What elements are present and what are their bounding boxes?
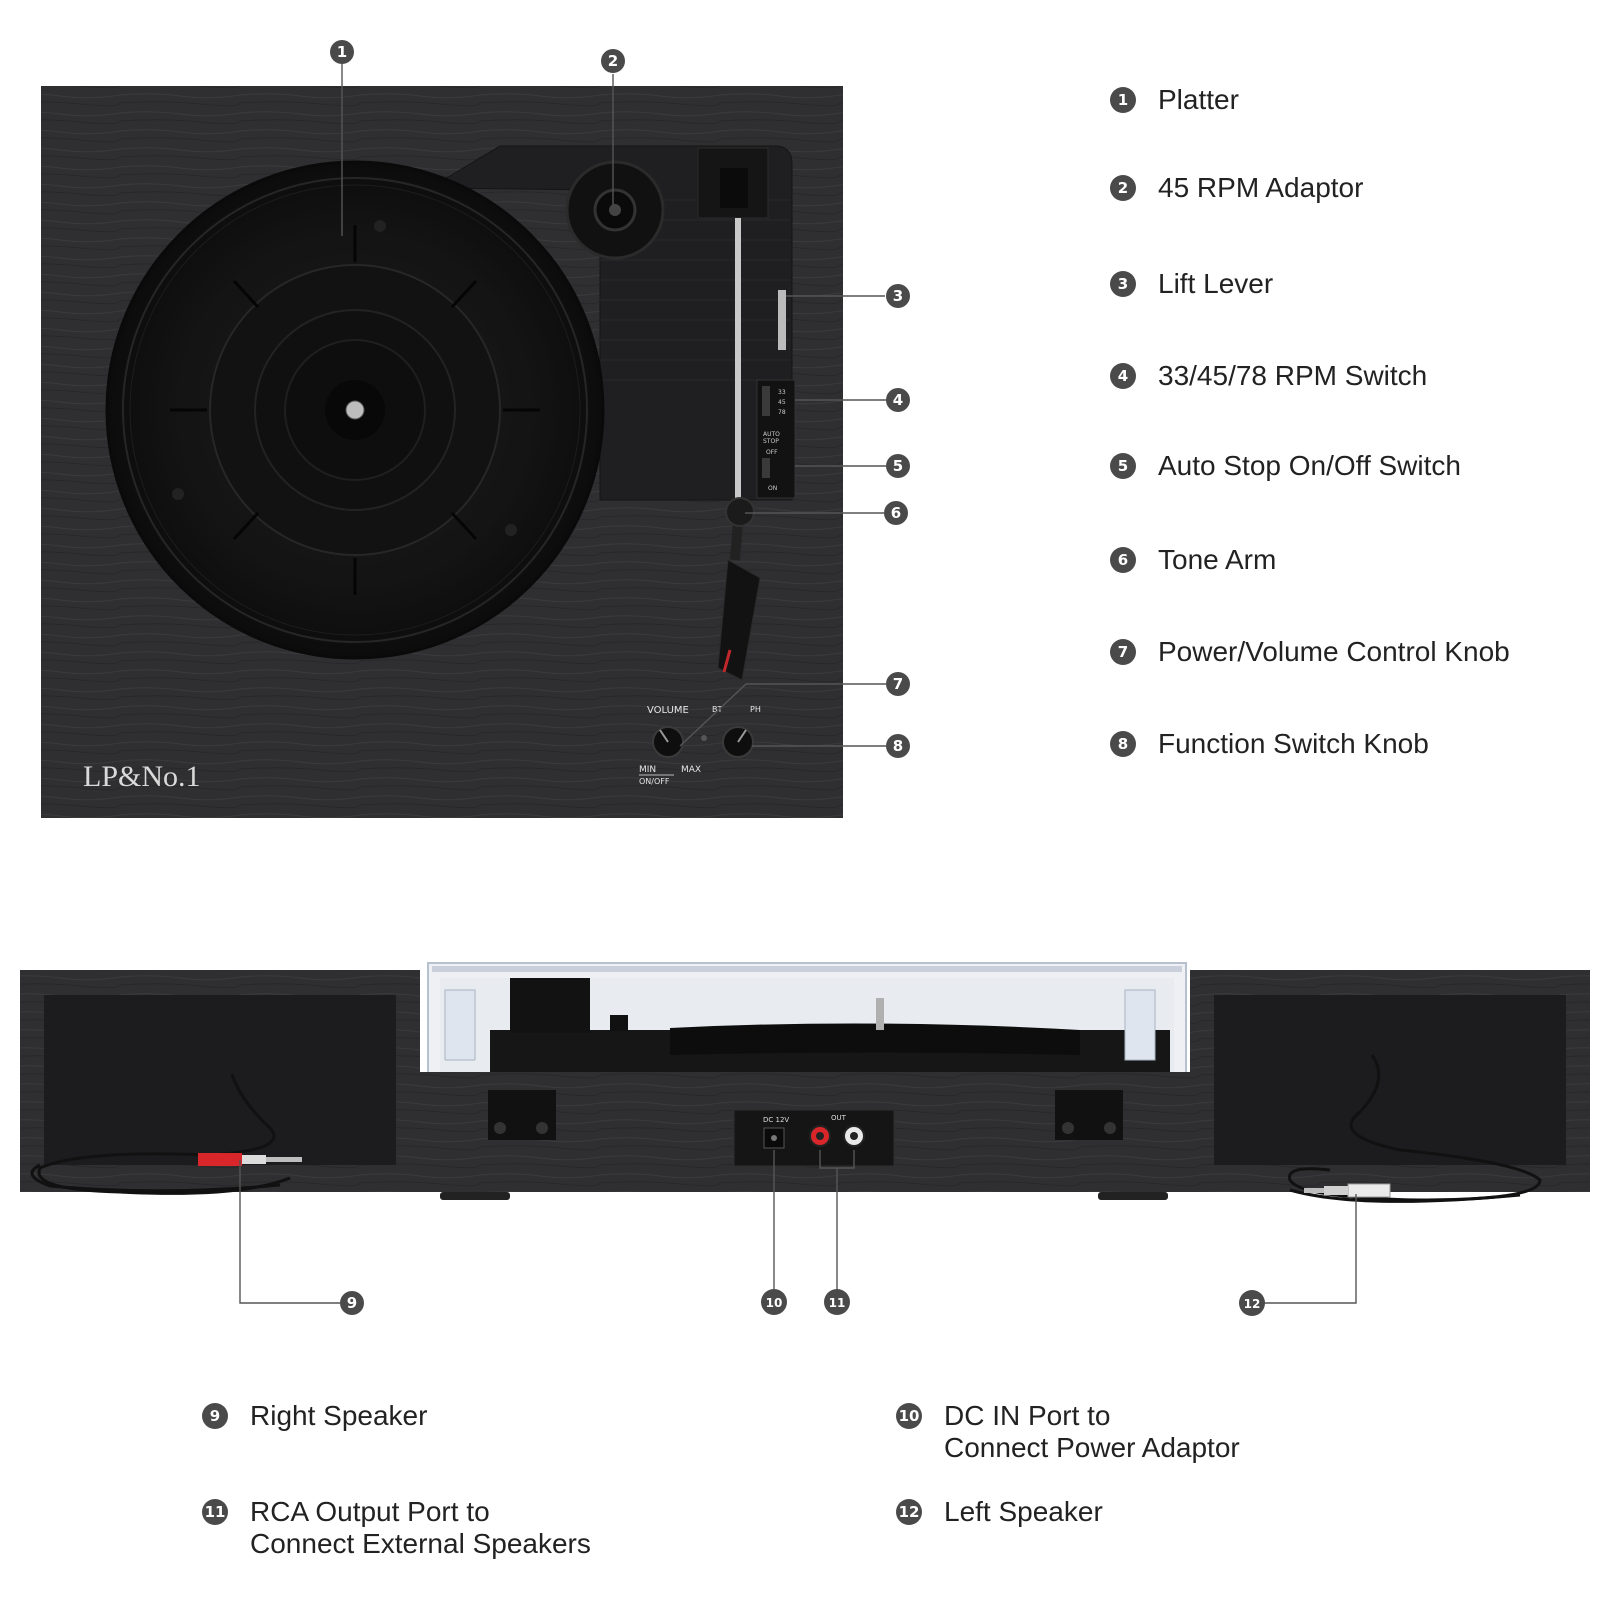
- svg-text:12: 12: [1244, 1297, 1261, 1311]
- rpm-78-label: 78: [778, 409, 786, 416]
- marker-4: 4: [886, 388, 910, 412]
- rpm-45-label: 45: [778, 399, 786, 406]
- marker-1: 1: [330, 40, 354, 64]
- legend-label-line-2: Connect External Speakers: [250, 1528, 591, 1559]
- legend-item-dc-in: 10 DC IN Port to Connect Power Adaptor: [896, 1400, 1240, 1464]
- legend-label: DC IN Port to Connect Power Adaptor: [944, 1400, 1240, 1464]
- dc-label: DC 12V: [763, 1116, 789, 1124]
- legend-label: Tone Arm: [1158, 544, 1277, 575]
- legend-badge: 3: [1110, 271, 1136, 297]
- legend-badge: 6: [1110, 547, 1136, 573]
- legend-item-45rpm-adaptor: 2 45 RPM Adaptor: [1110, 172, 1363, 204]
- bt-label: BT: [712, 705, 722, 714]
- legend-item-right-speaker: 9 Right Speaker: [202, 1400, 427, 1432]
- brand-logo: LP&No.1: [83, 760, 201, 793]
- marker-6: 6: [884, 501, 908, 525]
- legend-item-rca-output: 11 RCA Output Port to Connect External S…: [202, 1496, 591, 1560]
- legend-label: Power/Volume Control Knob: [1158, 636, 1510, 667]
- svg-text:5: 5: [893, 457, 903, 475]
- svg-text:7: 7: [893, 675, 903, 693]
- legend-item-auto-stop: 5 Auto Stop On/Off Switch: [1110, 450, 1461, 482]
- out-label: OUT: [831, 1114, 847, 1122]
- svg-text:8: 8: [893, 737, 903, 755]
- legend-label: 33/45/78 RPM Switch: [1158, 360, 1428, 391]
- legend-item-rpm-switch: 4 33/45/78 RPM Switch: [1110, 360, 1427, 392]
- legend-label: 45 RPM Adaptor: [1158, 172, 1364, 203]
- svg-text:6: 6: [891, 504, 901, 522]
- platter-side: [670, 1023, 1080, 1055]
- legend-badge: 8: [1110, 731, 1136, 757]
- marker-3: 3: [886, 284, 910, 308]
- onoff-label: ON/OFF: [639, 777, 670, 786]
- svg-text:3: 3: [893, 287, 903, 305]
- svg-text:11: 11: [829, 1296, 846, 1310]
- legend-label: Lift Lever: [1158, 268, 1274, 299]
- marker-8: 8: [886, 734, 910, 758]
- back-view: DC 12V OUT: [20, 962, 1590, 1203]
- legend-badge: 2: [1110, 175, 1136, 201]
- tonearm-back: [510, 978, 590, 1033]
- marker-7: 7: [886, 672, 910, 696]
- leader-lines: [239, 64, 1357, 1304]
- legend-item-left-speaker: 12 Left Speaker: [896, 1496, 1103, 1528]
- max-label: MAX: [681, 765, 701, 775]
- legend-badge: 11: [202, 1499, 228, 1525]
- legend-label: Right Speaker: [250, 1400, 428, 1431]
- legend-label: Auto Stop On/Off Switch: [1158, 450, 1461, 481]
- legend-label: Function Switch Knob: [1158, 728, 1429, 759]
- tonearm-plate: [428, 145, 793, 501]
- svg-text:10: 10: [766, 1296, 783, 1310]
- legend-item-function-knob: 8 Function Switch Knob: [1110, 728, 1429, 760]
- legend-badge: 4: [1110, 363, 1136, 389]
- svg-text:4: 4: [893, 391, 903, 409]
- marker-2: 2: [601, 49, 625, 73]
- rca-plug-white: [1347, 1183, 1391, 1198]
- marker-10: 10: [761, 1289, 787, 1315]
- marker-11: 11: [824, 1289, 850, 1315]
- ph-label: PH: [750, 705, 761, 714]
- legend-item-tone-arm: 6 Tone Arm: [1110, 544, 1276, 576]
- lift-lever: [778, 290, 786, 350]
- left-speaker-cable: [1288, 1054, 1542, 1202]
- legend-label-line-1: RCA Output Port to: [250, 1496, 490, 1527]
- rpm-33-label: 33: [778, 389, 786, 396]
- legend-badge: 5: [1110, 453, 1136, 479]
- legend-label: Left Speaker: [944, 1496, 1103, 1527]
- legend-badge: 12: [896, 1499, 922, 1525]
- marker-12: 12: [1239, 1290, 1265, 1316]
- marker-5: 5: [886, 454, 910, 478]
- legend-item-volume-knob: 7 Power/Volume Control Knob: [1110, 636, 1510, 668]
- on-label: ON: [768, 485, 777, 492]
- legend-badge: 10: [896, 1403, 922, 1429]
- svg-text:1: 1: [337, 43, 347, 61]
- legend-label-line-1: DC IN Port to: [944, 1400, 1111, 1431]
- svg-text:9: 9: [347, 1294, 357, 1312]
- legend-badge: 1: [1110, 87, 1136, 113]
- legend-badge: 7: [1110, 639, 1136, 665]
- legend-item-lift-lever: 3 Lift Lever: [1110, 268, 1273, 300]
- legend-badge: 9: [202, 1403, 228, 1429]
- marker-9: 9: [340, 1291, 364, 1315]
- right-speaker-cable: [37, 1073, 291, 1195]
- spindle: [345, 400, 365, 420]
- top-view: 33 45 78 AUTO STOP OFF ON VOLUME BT PH M…: [41, 86, 843, 818]
- volume-label: VOLUME: [647, 705, 689, 716]
- rca-plug-red: [198, 1153, 242, 1166]
- min-label: MIN: [639, 765, 656, 775]
- callout-markers: 1 2 3 4 5 6 7 8 9 10 11 12: [330, 40, 1265, 1316]
- legend-label: RCA Output Port to Connect External Spea…: [250, 1496, 591, 1560]
- legend-item-platter: 1 Platter: [1110, 84, 1239, 116]
- stop-label: STOP: [763, 438, 779, 445]
- auto-label: AUTO: [763, 431, 780, 438]
- svg-text:2: 2: [608, 52, 618, 70]
- off-label: OFF: [766, 449, 778, 456]
- legend-label-line-2: Connect Power Adaptor: [944, 1432, 1240, 1463]
- legend-label: Platter: [1158, 84, 1239, 115]
